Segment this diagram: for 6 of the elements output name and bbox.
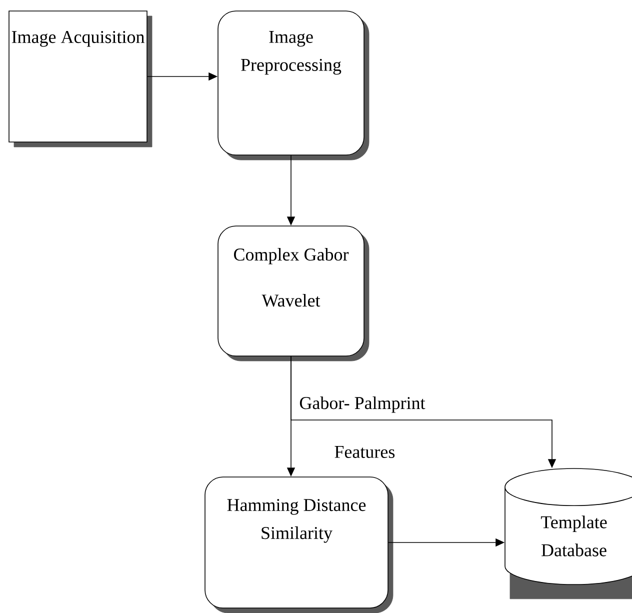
process-box: Image Acquisition [8, 10, 152, 148]
process-box: Hamming Distance Similarity [204, 476, 394, 613]
edge-label: Gabor- Palmprint [298, 395, 426, 414]
process-box: Complex Gabor Wavelet [218, 226, 370, 362]
edge-label: Features [333, 445, 396, 459]
process-box: Image Preprocessing [218, 10, 370, 160]
